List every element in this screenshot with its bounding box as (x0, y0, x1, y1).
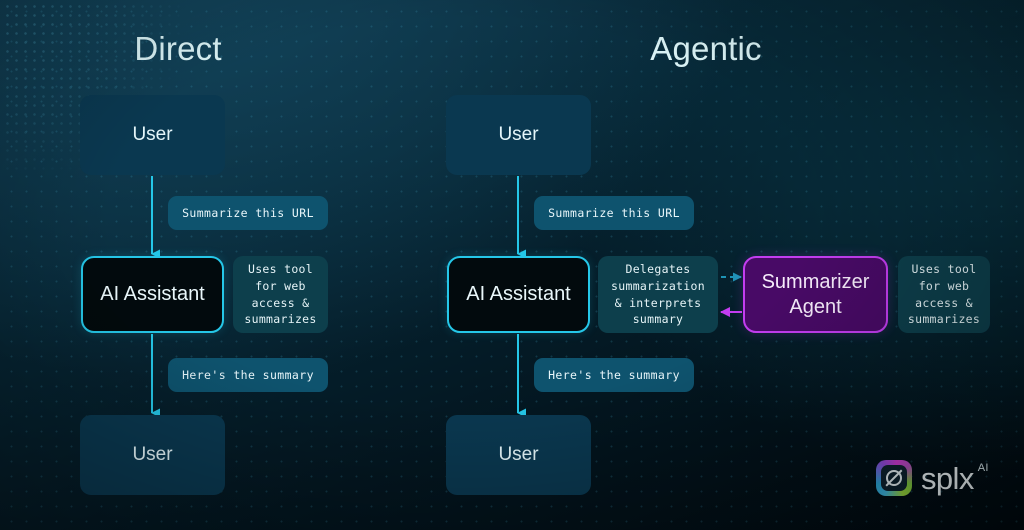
direct-pill-summarize-url[interactable]: Summarize this URL (168, 196, 328, 230)
agentic-summarizer-agent-node[interactable]: Summarizer Agent (743, 256, 888, 333)
splx-ai-logo: splx AI (876, 460, 989, 496)
splx-wordmark: splx (921, 460, 974, 496)
direct-user-top-node[interactable]: User (80, 95, 225, 175)
circle-icon (886, 470, 902, 486)
direct-ai-assistant-node[interactable]: AI Assistant (81, 256, 224, 333)
direct-pill-heres-summary[interactable]: Here's the summary (168, 358, 328, 392)
agentic-user-bottom-node[interactable]: User (446, 415, 591, 495)
agentic-user-top-node[interactable]: User (446, 95, 591, 175)
agentic-ai-assistant-node[interactable]: AI Assistant (447, 256, 590, 333)
splx-logo-inner (881, 465, 907, 491)
agentic-note-uses-tool: Uses tool for web access & summarizes (898, 256, 990, 333)
splx-ai-superscript: AI (977, 462, 989, 474)
splx-logo-mark-icon (876, 460, 912, 496)
direct-note-uses-tool: Uses tool for web access & summarizes (233, 256, 328, 333)
column-title-agentic: Agentic (650, 30, 762, 67)
agentic-note-delegates: Delegates summarization & interprets sum… (598, 256, 718, 333)
column-title-direct: Direct (134, 30, 222, 67)
agentic-pill-summarize-url[interactable]: Summarize this URL (534, 196, 694, 230)
direct-user-bottom-node[interactable]: User (80, 415, 225, 495)
agentic-pill-heres-summary[interactable]: Here's the summary (534, 358, 694, 392)
